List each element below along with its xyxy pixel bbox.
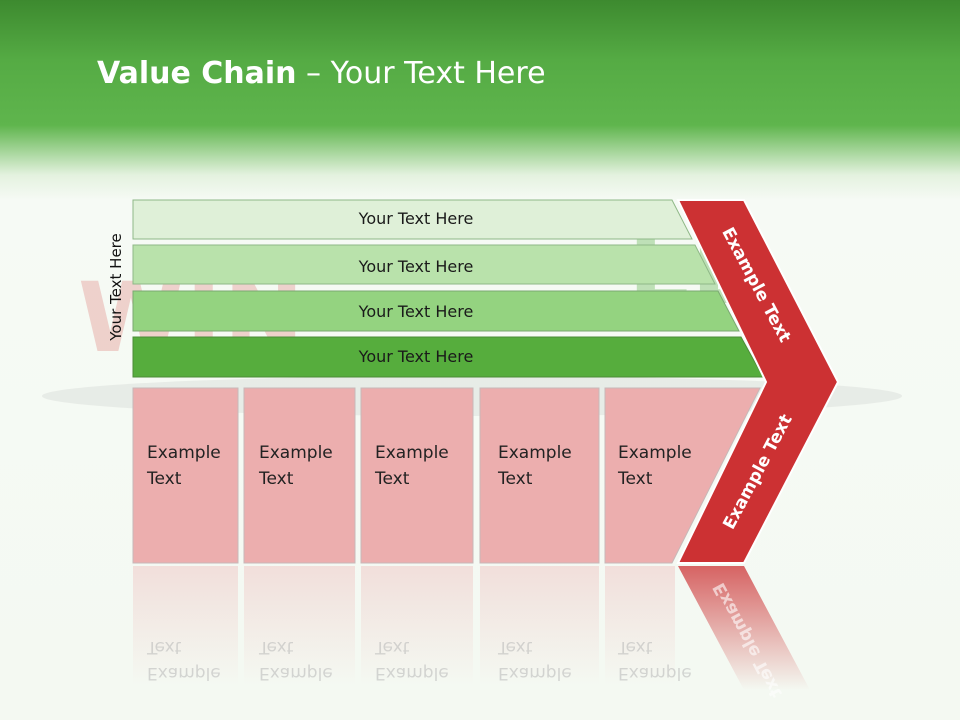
title-rest: – Your Text Here — [296, 56, 546, 91]
activity-box-5 — [604, 387, 761, 564]
margin-chevron — [676, 199, 840, 564]
support-bar-2 — [132, 244, 716, 285]
support-bar-3 — [132, 290, 740, 332]
title-bold: Value Chain — [97, 56, 297, 91]
support-bar-label-2: Your Text Here — [358, 257, 474, 276]
support-bar-label-4: Your Text Here — [358, 347, 474, 366]
page-title: Value Chain – Your Text Here — [97, 56, 546, 91]
activity-box-1 — [132, 387, 239, 564]
activity-box-2 — [243, 387, 356, 564]
vertical-label: Your Text Here — [107, 233, 125, 341]
support-bar-label-3: Your Text Here — [358, 302, 474, 321]
support-bar-1 — [132, 199, 693, 240]
activity-box-3 — [360, 387, 474, 564]
reflection — [133, 566, 810, 690]
support-bar-label-1: Your Text Here — [358, 209, 474, 228]
activity-box-4 — [479, 387, 600, 564]
